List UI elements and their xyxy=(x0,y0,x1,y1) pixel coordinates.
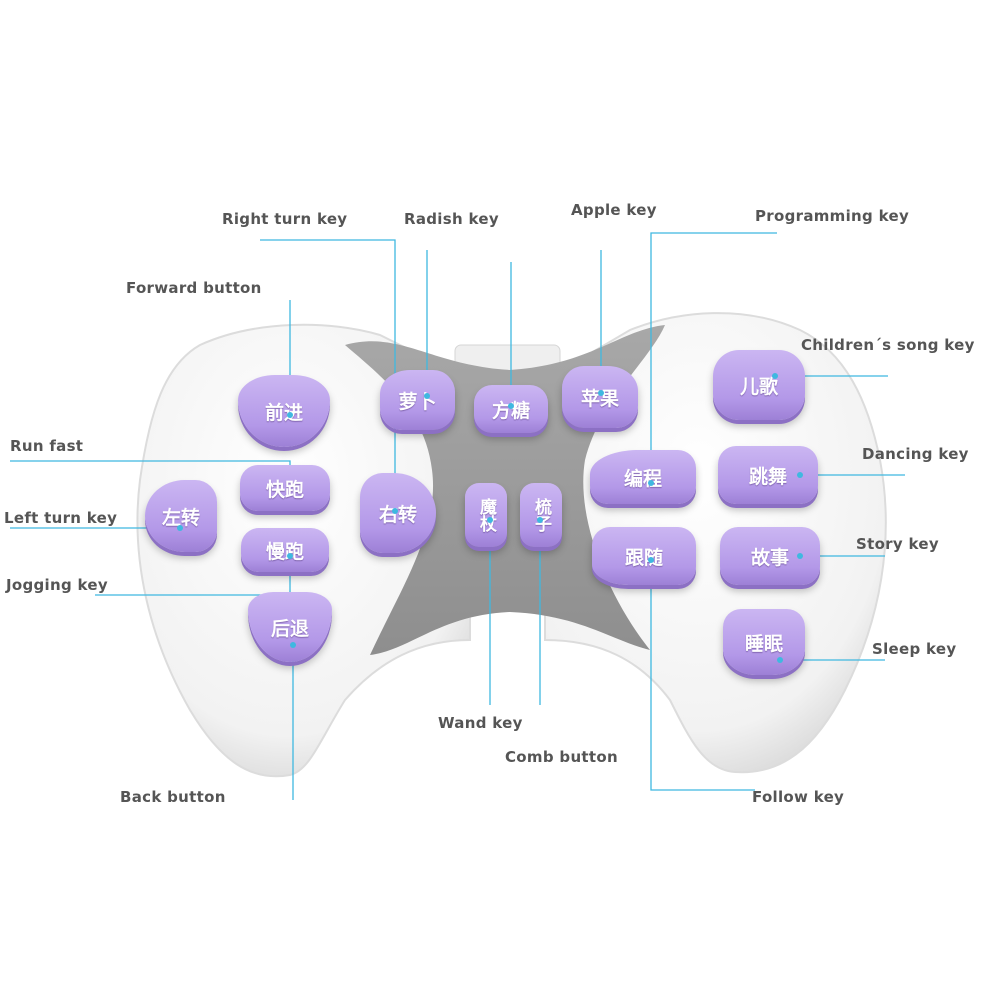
forward-key[interactable]: 前进 xyxy=(238,375,330,447)
follow-key[interactable]: 跟随 xyxy=(592,527,696,585)
label-story-key: Story key xyxy=(856,535,939,553)
dot-wand xyxy=(487,517,493,523)
dot-right-turn xyxy=(392,508,398,514)
dancing-key[interactable]: 跳舞 xyxy=(718,446,818,504)
radish-key[interactable]: 萝卜 xyxy=(380,370,455,430)
dot-childrens-song xyxy=(772,373,778,379)
apple-key[interactable]: 苹果 xyxy=(562,366,638,428)
label-back-button: Back button xyxy=(120,788,226,806)
label-right-turn-key: Right turn key xyxy=(222,210,348,228)
right-turn-key[interactable]: 右转 xyxy=(360,473,436,553)
dot-story xyxy=(797,553,803,559)
dot-follow xyxy=(648,557,654,563)
label-radish-key: Radish key xyxy=(404,210,499,228)
dot-forward xyxy=(287,412,293,418)
dot-dancing xyxy=(797,472,803,478)
label-jogging-key: Jogging key xyxy=(6,576,108,594)
leader-programming xyxy=(650,232,777,483)
programming-key[interactable]: 编程 xyxy=(590,450,696,504)
childrens-song-key[interactable]: 儿歌 xyxy=(713,350,805,420)
dot-comb xyxy=(537,517,543,523)
label-run-fast: Run fast xyxy=(10,437,84,455)
sleep-key[interactable]: 睡眠 xyxy=(723,609,805,675)
left-turn-key[interactable]: 左转 xyxy=(145,480,217,552)
dot-programming xyxy=(648,480,654,486)
label-apple-key: Apple key xyxy=(571,201,657,219)
label-comb-button: Comb button xyxy=(505,748,618,766)
dot-apple xyxy=(598,390,604,396)
comb-key[interactable]: 梳子 xyxy=(520,483,562,547)
story-key[interactable]: 故事 xyxy=(720,527,820,585)
dot-left-turn xyxy=(177,525,183,531)
dot-jogging xyxy=(287,553,293,559)
label-childrens-song-key: Children´s song key xyxy=(801,336,975,354)
dot-sugar-cube xyxy=(508,403,514,409)
dot-sleep xyxy=(777,657,783,663)
dot-radish xyxy=(424,393,430,399)
label-forward-button: Forward button xyxy=(126,279,262,297)
label-left-turn-key: Left turn key xyxy=(4,509,118,527)
wand-key[interactable]: 魔杖 xyxy=(465,483,507,547)
label-wand-key: Wand key xyxy=(438,714,523,732)
label-programming-key: Programming key xyxy=(755,207,910,225)
label-dancing-key: Dancing key xyxy=(862,445,969,463)
jogging-key[interactable]: 慢跑 xyxy=(241,528,329,572)
leader-follow xyxy=(650,560,755,791)
label-sleep-key: Sleep key xyxy=(872,640,957,658)
label-follow-key: Follow key xyxy=(752,788,845,806)
sugar-cube-key[interactable]: 方糖 xyxy=(474,385,548,433)
run-fast-key[interactable]: 快跑 xyxy=(240,465,330,511)
dot-back xyxy=(290,642,296,648)
